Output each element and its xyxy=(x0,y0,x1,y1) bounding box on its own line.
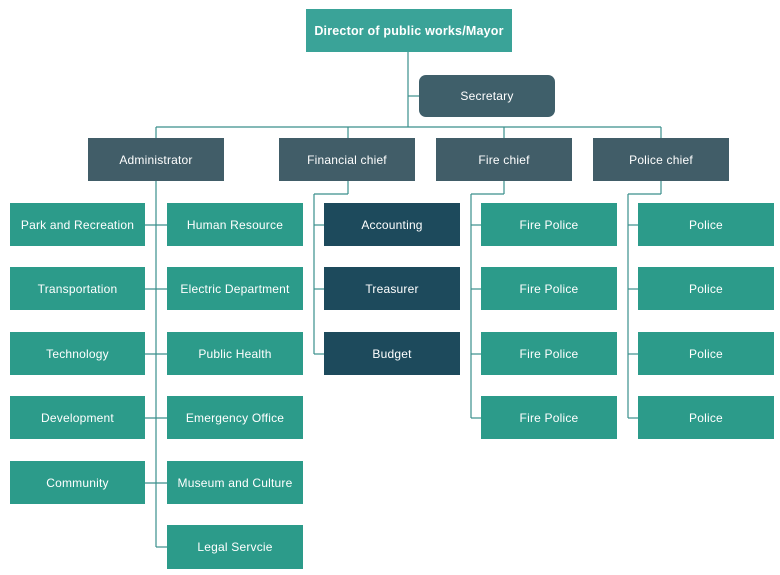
admin-department-node: Museum and Culture xyxy=(167,461,303,504)
admin-department-node: Electric Department xyxy=(167,267,303,310)
finance-department-node: Accounting xyxy=(324,203,460,246)
fire-police-node: Fire Police xyxy=(481,203,617,246)
admin-department-node: Legal Servcie xyxy=(167,525,303,569)
admin-department-node: Development xyxy=(10,396,145,439)
finance-department-node: Treasurer xyxy=(324,267,460,310)
fire-police-node: Fire Police xyxy=(481,396,617,439)
police-node: Police xyxy=(638,332,774,375)
administrator-node: Administrator xyxy=(88,138,224,181)
police-chief-node: Police chief xyxy=(593,138,729,181)
police-node: Police xyxy=(638,203,774,246)
admin-department-node: Technology xyxy=(10,332,145,375)
fire-police-node: Fire Police xyxy=(481,267,617,310)
financial-chief-node: Financial chief xyxy=(279,138,415,181)
secretary-node: Secretary xyxy=(419,75,555,117)
admin-department-node: Emergency Office xyxy=(167,396,303,439)
admin-department-node: Human Resource xyxy=(167,203,303,246)
fire-chief-node: Fire chief xyxy=(436,138,572,181)
police-node: Police xyxy=(638,396,774,439)
admin-department-node: Community xyxy=(10,461,145,504)
police-node: Police xyxy=(638,267,774,310)
admin-department-node: Transportation xyxy=(10,267,145,310)
admin-department-node: Public Health xyxy=(167,332,303,375)
finance-department-node: Budget xyxy=(324,332,460,375)
admin-department-node: Park and Recreation xyxy=(10,203,145,246)
fire-police-node: Fire Police xyxy=(481,332,617,375)
director-node: Director of public works/Mayor xyxy=(306,9,512,52)
